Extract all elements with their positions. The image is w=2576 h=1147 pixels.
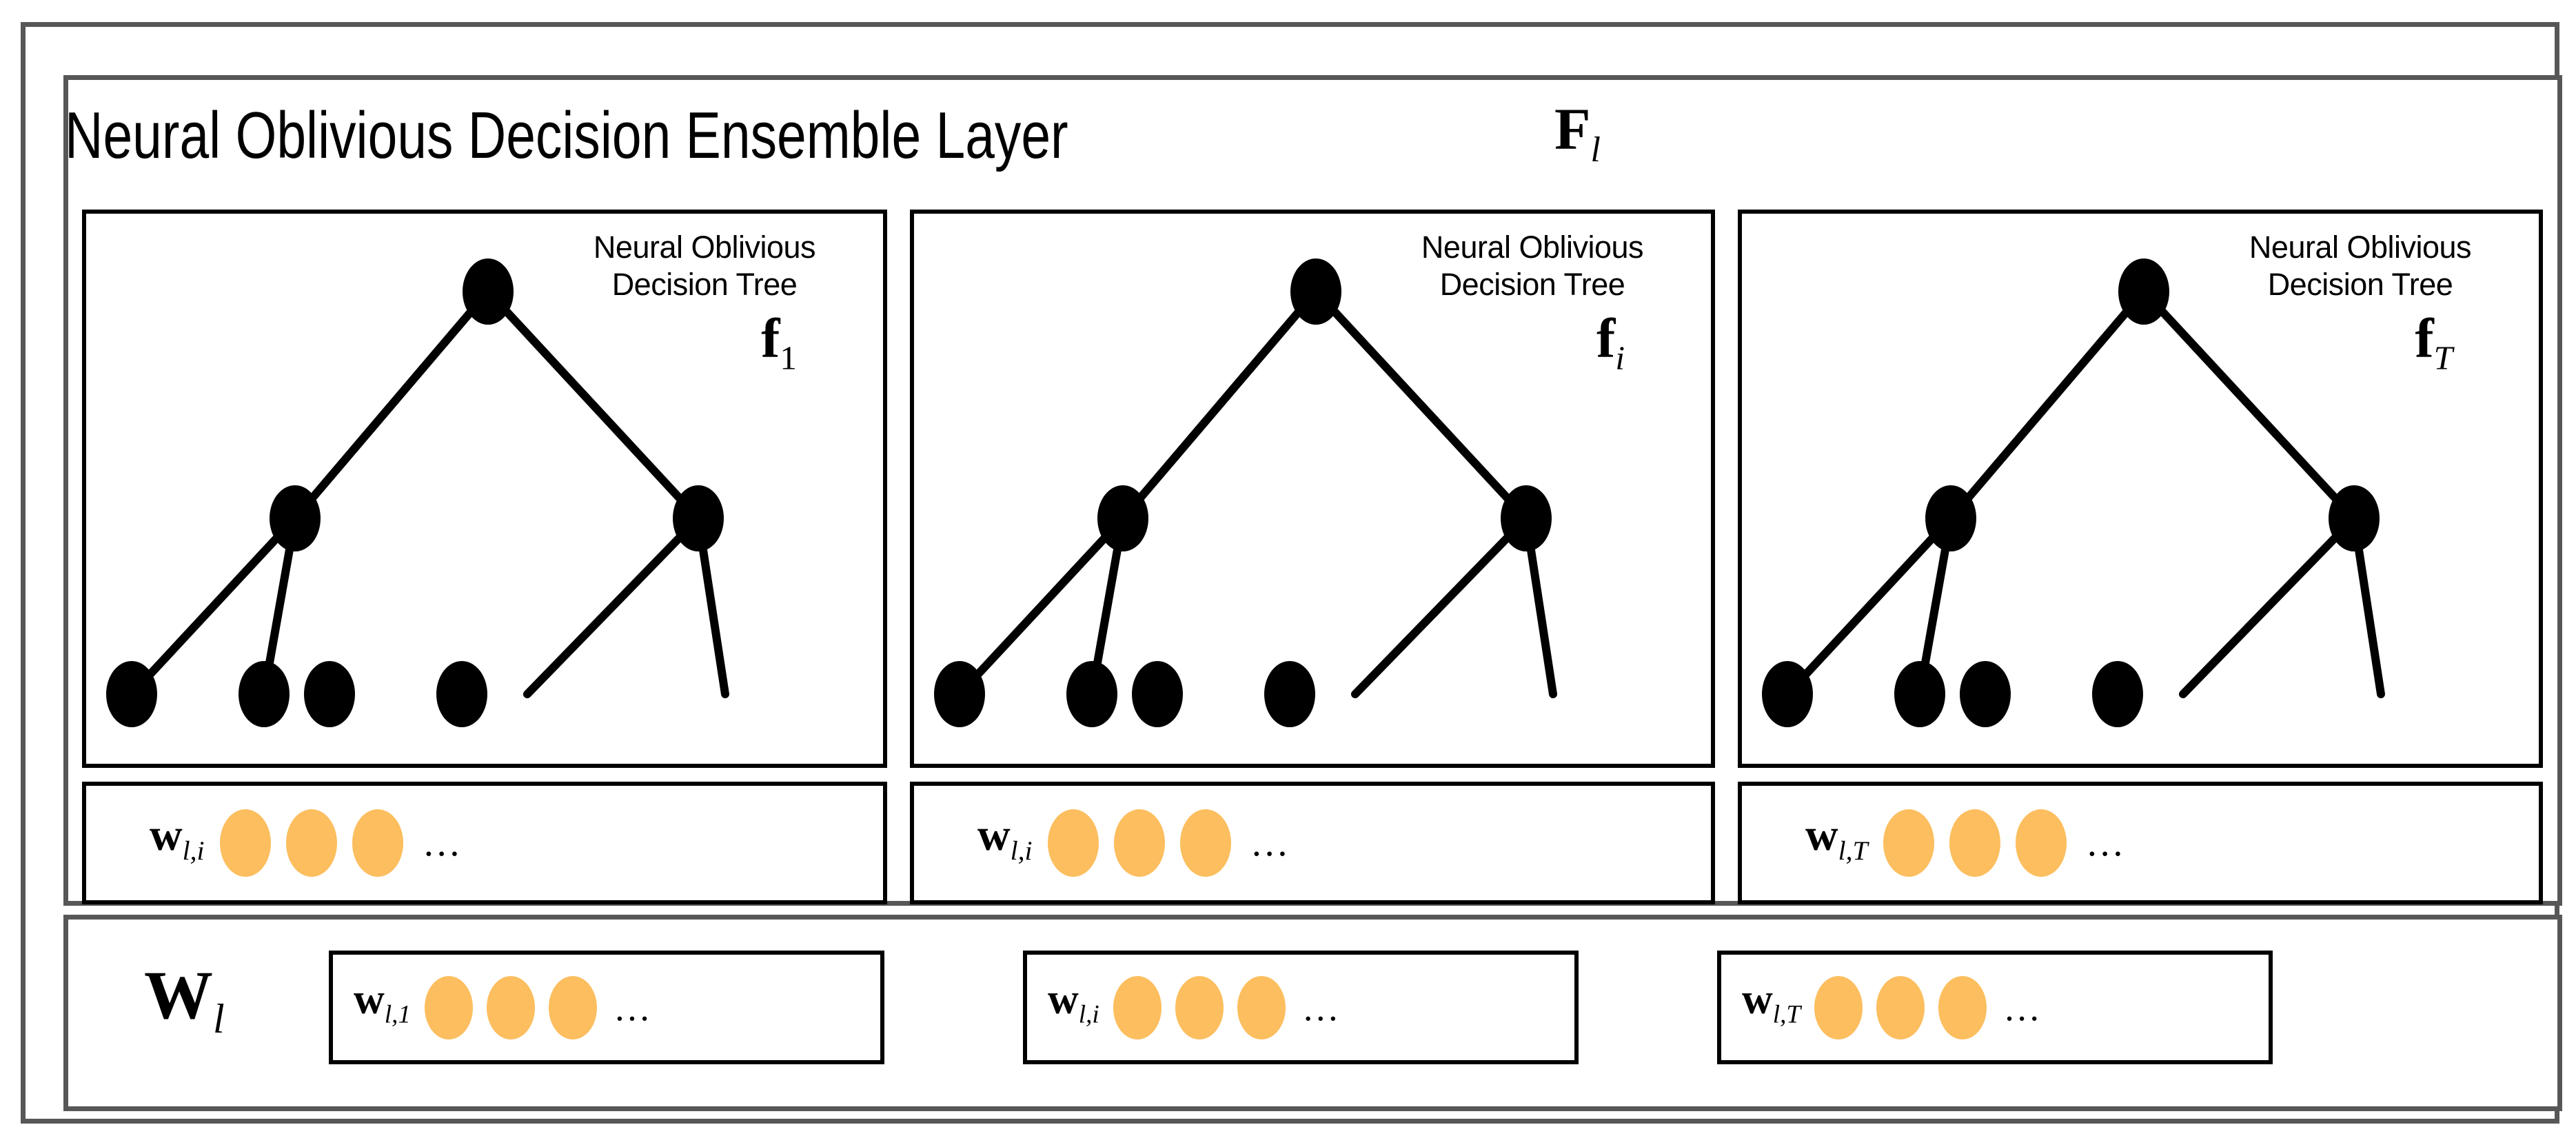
layer-symbol-F: Fl xyxy=(1554,99,1601,180)
weight-dot xyxy=(1047,809,1099,877)
tree-symbol-subscript-3: T xyxy=(2433,338,2453,377)
weight-layer-symbol-base: W xyxy=(144,957,213,1033)
decision-tree-graphic-2 xyxy=(934,258,1557,727)
weight-vector-label-base-1: w xyxy=(354,976,385,1024)
tree-weight-label-subscript-2: l,i xyxy=(1010,835,1033,866)
weight-vector-ellipsis-3: … xyxy=(2003,986,2044,1028)
weight-vector-box-2[interactable]: wl,i … xyxy=(1023,951,1579,1064)
weight-layer-box: Wl wl,1 … wl,i … wl,T … xyxy=(63,915,2562,1111)
tree-weight-bar-1[interactable]: wl,i … xyxy=(82,782,887,904)
weight-vector-label-subscript-2: l,i xyxy=(1078,1000,1099,1029)
tree-symbol-base-2: f xyxy=(1596,307,1616,369)
weight-vector-label-subscript-3: l,T xyxy=(1772,1000,1801,1029)
weight-dot xyxy=(425,975,474,1039)
tree-weight-bar-2[interactable]: wl,i … xyxy=(910,782,1715,904)
tree-symbol-1: f1 xyxy=(761,310,797,386)
weight-vector-label-base-3: w xyxy=(1742,976,1773,1024)
weight-vector-box-3[interactable]: wl,T … xyxy=(1717,951,2273,1064)
tree-caption-3: Neural Oblivious Decision Tree xyxy=(2249,230,2472,302)
weight-ellipsis-2: … xyxy=(1250,822,1292,864)
tree-weight-bar-3[interactable]: wl,T … xyxy=(1738,782,2543,904)
tree-weight-label-1: wl,i xyxy=(150,809,205,873)
weight-vector-ellipsis-2: … xyxy=(1301,986,1342,1028)
weight-vector-ellipsis-1: … xyxy=(613,986,654,1028)
weight-vector-label-3: wl,T xyxy=(1742,978,1801,1036)
weight-vector-label-1: wl,1 xyxy=(354,978,411,1036)
tree-symbol-2: fi xyxy=(1596,310,1625,386)
diagram-outer-frame: Neural Oblivious Decision Ensemble Layer… xyxy=(21,22,2562,1124)
weight-vector-label-subscript-1: l,1 xyxy=(384,1000,412,1029)
weight-dot xyxy=(2015,809,2067,877)
tree-weight-label-subscript-1: l,i xyxy=(182,835,205,866)
tree-column-2: Neural Oblivious Decision Tree fi wl,i … xyxy=(910,210,1715,904)
weight-dot xyxy=(549,975,598,1039)
tree-caption-2: Neural Oblivious Decision Tree xyxy=(1421,230,1644,302)
tree-panel-1[interactable]: Neural Oblivious Decision Tree f1 xyxy=(82,210,887,768)
tree-weight-label-subscript-3: l,T xyxy=(1838,835,1868,866)
weight-dot xyxy=(1814,975,1863,1039)
decision-tree-graphic-3 xyxy=(1762,258,2385,727)
weight-dot xyxy=(1876,975,1925,1039)
weight-dot xyxy=(1179,809,1231,877)
weight-ellipsis-3: … xyxy=(2085,822,2127,864)
weight-dot xyxy=(1949,809,2000,877)
tree-weight-label-base-3: w xyxy=(1805,809,1838,860)
tree-symbol-base-3: f xyxy=(2415,307,2434,369)
weight-ellipsis-1: … xyxy=(422,822,464,864)
tree-panel-3[interactable]: Neural Oblivious Decision Tree fT xyxy=(1738,210,2543,768)
weight-vector-box-1[interactable]: wl,1 … xyxy=(329,951,884,1064)
tree-weight-label-3: wl,T xyxy=(1805,809,1868,873)
tree-weight-label-base-2: w xyxy=(977,809,1011,860)
weight-layer-symbol-subscript: l xyxy=(213,996,225,1042)
weight-vector-label-base-2: w xyxy=(1048,976,1079,1024)
weight-vector-label-2: wl,i xyxy=(1048,978,1099,1036)
layer-symbol-base: F xyxy=(1554,96,1591,162)
weight-dot xyxy=(1113,975,1162,1039)
weight-dot xyxy=(1883,809,1934,877)
tree-symbol-base-1: f xyxy=(761,307,780,369)
weight-dot xyxy=(1113,809,1165,877)
tree-symbol-3: fT xyxy=(2415,310,2453,386)
tree-symbol-subscript-1: 1 xyxy=(780,338,797,377)
tree-caption-1: Neural Oblivious Decision Tree xyxy=(593,230,816,302)
tree-panel-2[interactable]: Neural Oblivious Decision Tree fi xyxy=(910,210,1715,768)
tree-column-3: Neural Oblivious Decision Tree fT wl,T … xyxy=(1738,210,2543,904)
weight-dot xyxy=(352,809,403,877)
layer-symbol-subscript: l xyxy=(1590,130,1601,170)
tree-symbol-subscript-2: i xyxy=(1615,338,1625,377)
tree-weight-label-base-1: w xyxy=(150,809,183,860)
weight-dot xyxy=(487,975,536,1039)
tree-column-1: Neural Oblivious Decision Tree f1 wl,i … xyxy=(82,210,887,904)
weight-dot xyxy=(1938,975,1987,1039)
weight-dot xyxy=(219,809,271,877)
page-title: Neural Oblivious Decision Ensemble Layer xyxy=(65,99,1068,172)
weight-dot xyxy=(285,809,337,877)
weight-dot xyxy=(1175,975,1224,1039)
tree-weight-label-2: wl,i xyxy=(977,809,1033,873)
decision-tree-graphic-1 xyxy=(106,258,729,727)
weight-layer-symbol-W: Wl xyxy=(144,961,225,1053)
weight-dot xyxy=(1237,975,1286,1039)
